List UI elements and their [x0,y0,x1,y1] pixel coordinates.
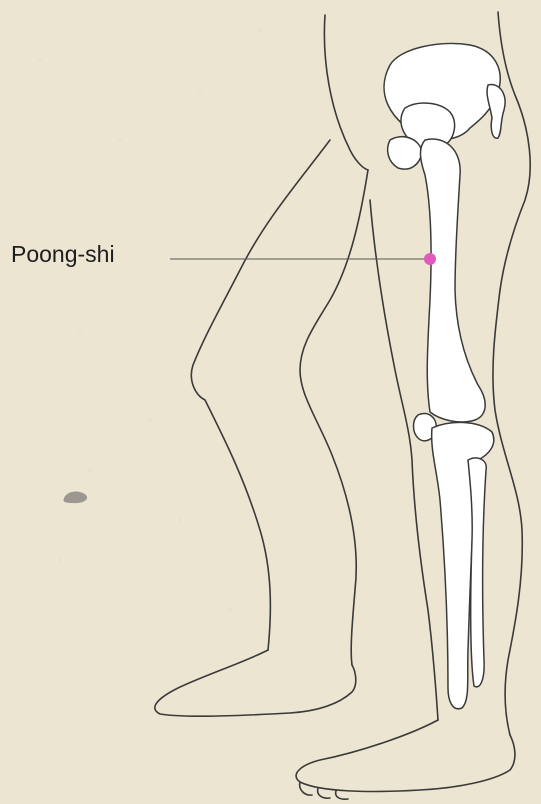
acupoint-marker[interactable] [424,253,436,265]
stain-mark [63,492,87,504]
acupoint-label: Poong-shi [11,243,115,266]
back-leg-outline [155,140,368,716]
ischium-bone [388,137,422,169]
fibula-bone [468,458,486,687]
paper-texture [29,29,261,721]
femur-bone [420,139,485,422]
sacrum-bone [487,85,505,139]
leg-skeleton [384,44,505,709]
